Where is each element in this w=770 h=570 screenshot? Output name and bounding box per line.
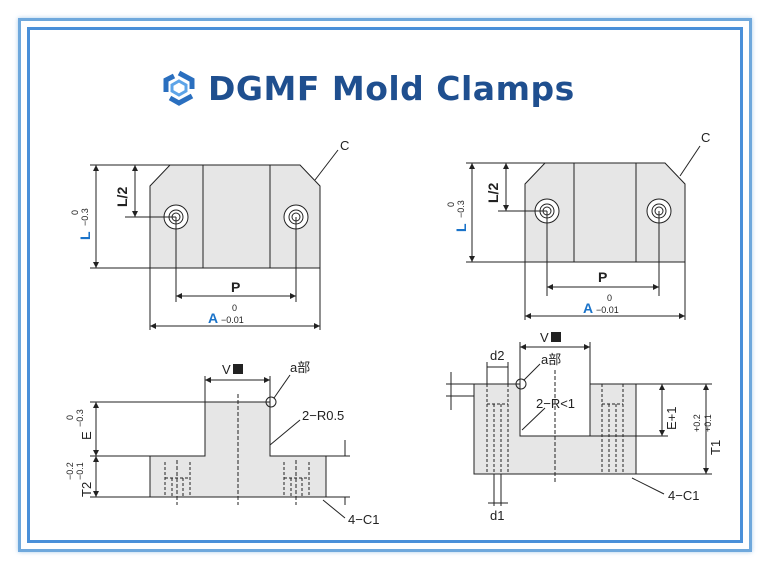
bl-label-r: 2−R0.5 [302,408,344,423]
tr-label-c: C [701,130,710,145]
tl-tol-a-bot: −0.01 [221,315,244,325]
bl-t-symbol-icon [233,364,243,374]
br-label-e1: E+1 [664,407,679,431]
tl-label-p: P [231,279,240,295]
bl-label-c1: 4−C1 [348,512,379,527]
tl-tol-l-top: 0 [70,210,80,215]
tr-label-a: A [583,300,593,316]
tl-label-c: C [340,138,349,153]
tl-tol-l-bot: −0.3 [80,208,90,226]
bl-label-e: E [79,431,94,440]
br-label-d2: d2 [490,348,504,363]
br-label-r: 2−R<1 [536,396,575,411]
tr-label-l: L [453,223,469,232]
br-label-v: V [540,330,549,345]
bl-label-a-part: a部 [290,360,310,375]
tr-tol-l-top: 0 [446,202,456,207]
br-label-t1: T1 [708,440,723,455]
bl-tol-t2-bot: −0.1 [75,462,85,480]
tr-label-p: P [598,269,607,285]
tl-label-a: A [208,310,218,326]
br-label-a-part: a部 [541,352,561,367]
br-label-c1: 4−C1 [668,488,699,503]
dgmf-logo-icon [163,70,195,106]
brand-title: DGMF Mold Clamps [208,68,575,108]
tr-label-l-half: L/2 [485,183,501,203]
top-right-plan-view [466,145,701,320]
top-left-plan-view [90,149,339,330]
bottom-left-elevation-view [90,374,350,519]
br-tol-t1-top: +0.2 [692,414,702,432]
br-label-d1: d1 [490,508,504,523]
bottom-right-elevation-view [446,342,712,506]
tr-tol-a-bot: −0.01 [596,305,619,315]
tr-tol-a-top: 0 [607,293,612,303]
bl-tol-e-bot: −0.3 [75,409,85,427]
inner-frame [27,27,743,543]
br-tol-t1-bot: +0.1 [703,414,713,432]
brand-header: DGMF Mold Clamps [160,58,575,118]
bl-tol-e-top: 0 [65,415,75,420]
tl-tol-a-top: 0 [232,303,237,313]
br-t-symbol-icon [551,332,561,342]
outer-frame [18,18,752,552]
bl-label-v: V [222,362,231,377]
tr-tol-l-bot: −0.3 [456,200,466,218]
bl-tol-t2-top: −0.2 [65,462,75,480]
bl-label-t2: T2 [79,482,94,497]
tl-label-l: L [77,231,93,240]
tl-label-l-half: L/2 [114,187,130,207]
